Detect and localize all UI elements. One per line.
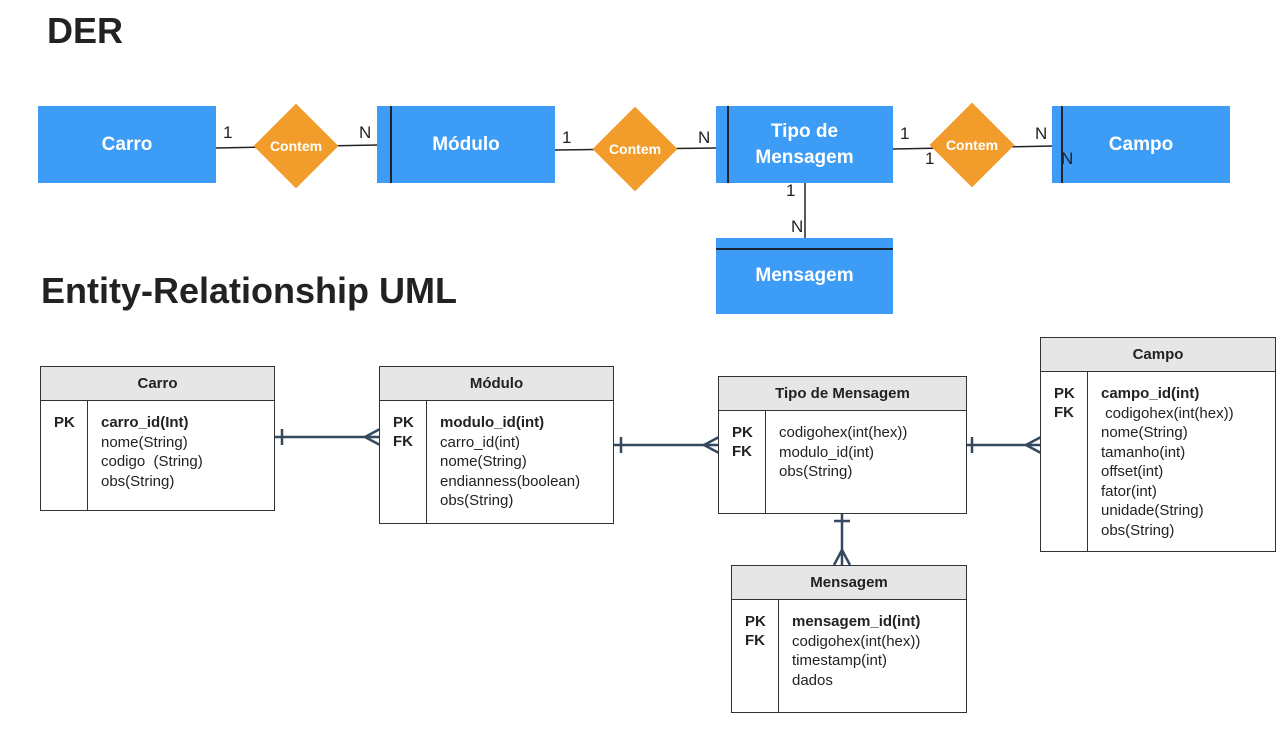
uml-connector-tipo-campo bbox=[966, 435, 1042, 455]
field-primary-key: modulo_id(int) bbox=[440, 414, 545, 431]
der-entity-carro[interactable]: Carro bbox=[38, 106, 216, 183]
weak-entity-bar bbox=[1061, 106, 1063, 183]
key-column: PK FK bbox=[1041, 372, 1088, 551]
cardinality-label: N bbox=[1061, 149, 1074, 168]
cardinality-label: 1 bbox=[786, 181, 796, 200]
der-title: DER bbox=[47, 10, 124, 51]
field: offset(int) bbox=[1101, 463, 1164, 480]
uml-table-mensagem[interactable]: Mensagem PK FK mensagem_id(int) codigohe… bbox=[731, 565, 967, 713]
der-entity-campo[interactable]: Campo bbox=[1052, 106, 1230, 183]
der-entity-modulo-label: Módulo bbox=[432, 133, 500, 155]
key-label: FK bbox=[393, 433, 413, 450]
cardinality-label: N bbox=[791, 217, 804, 236]
field: endianness(boolean) bbox=[440, 472, 581, 490]
field: nome(String) bbox=[101, 433, 188, 451]
cardinality-label: 1 bbox=[562, 128, 572, 147]
field: fator(int) bbox=[1101, 482, 1157, 500]
der-relationship-label: Contem bbox=[269, 138, 323, 154]
key-label: PK bbox=[732, 424, 753, 441]
field-column: codigohex(int(hex)) modulo_id(int) obs(S… bbox=[779, 411, 962, 482]
der-entity-tipo-de-mensagem[interactable]: Tipo de Mensagem bbox=[716, 106, 893, 183]
key-label: PK bbox=[54, 414, 75, 431]
key-column: PK FK bbox=[380, 401, 427, 523]
uml-connector-tipo-mensagem bbox=[832, 513, 852, 566]
cardinality-label: N bbox=[359, 123, 372, 142]
uml-table-carro[interactable]: Carro PK carro_id(Int) nome(String) codi… bbox=[40, 366, 275, 511]
table-header: Módulo bbox=[380, 367, 613, 401]
table-body: PK carro_id(Int) nome(String) codigo (St… bbox=[41, 401, 274, 510]
der-entity-tipo-label: Tipo de Mensagem bbox=[755, 119, 853, 171]
uml-table-modulo[interactable]: Módulo PK FK modulo_id(int) carro_id(int… bbox=[379, 366, 614, 524]
cardinality-label: 1 bbox=[223, 123, 233, 142]
key-label: FK bbox=[745, 632, 765, 649]
weak-entity-bar bbox=[727, 106, 729, 183]
field: timestamp(int) bbox=[792, 652, 888, 669]
weak-entity-bar bbox=[390, 106, 392, 183]
table-body: PK FK modulo_id(int) carro_id(int) nome(… bbox=[380, 401, 613, 523]
der-entity-mensagem[interactable]: Mensagem bbox=[716, 238, 893, 314]
uml-connector-modulo-tipo bbox=[613, 435, 720, 455]
uml-table-campo[interactable]: Campo PK FK campo_id(int) codigohex(int(… bbox=[1040, 337, 1276, 552]
table-body: PK FK codigohex(int(hex)) modulo_id(int)… bbox=[719, 411, 966, 513]
field-column: mensagem_id(int) codigohex(int(hex)) tim… bbox=[792, 600, 962, 690]
der-relationship-carro-modulo[interactable]: Contem bbox=[253, 103, 339, 189]
cardinality-label: N bbox=[1035, 124, 1048, 143]
table-header: Mensagem bbox=[732, 566, 966, 600]
der-relationship-modulo-tipo[interactable]: Contem bbox=[592, 106, 678, 192]
field: obs(String) bbox=[101, 472, 175, 490]
key-label: PK bbox=[1054, 385, 1075, 402]
field-primary-key: carro_id(Int) bbox=[101, 414, 189, 431]
table-body: PK FK campo_id(int) codigohex(int(hex)) … bbox=[1041, 372, 1275, 551]
weak-entity-bar bbox=[716, 248, 893, 250]
cardinality-label: 1 bbox=[900, 124, 910, 143]
der-relationship-tipo-campo[interactable]: Contem bbox=[929, 102, 1015, 188]
table-header: Carro bbox=[41, 367, 274, 401]
field: dados bbox=[792, 671, 833, 689]
field: carro_id(int) bbox=[440, 433, 521, 451]
field: unidade(String) bbox=[1101, 502, 1204, 519]
table-body: PK FK mensagem_id(int) codigohex(int(hex… bbox=[732, 600, 966, 712]
field: codigohex(int(hex)) bbox=[779, 424, 908, 441]
field-primary-key: mensagem_id(int) bbox=[792, 613, 921, 630]
der-entity-mensagem-label: Mensagem bbox=[755, 265, 854, 286]
key-column: PK FK bbox=[719, 411, 766, 513]
table-header: Tipo de Mensagem bbox=[719, 377, 966, 411]
field: codigo (String) bbox=[101, 453, 203, 470]
field: nome(String) bbox=[440, 453, 527, 470]
cardinality-label: N bbox=[698, 128, 711, 147]
field-primary-key: campo_id(int) bbox=[1101, 385, 1200, 402]
field-column: carro_id(Int) nome(String) codigo (Strin… bbox=[101, 401, 270, 491]
table-header: Campo bbox=[1041, 338, 1275, 372]
uml-connector-carro-modulo bbox=[275, 427, 381, 447]
der-relationship-label: Contem bbox=[945, 137, 999, 153]
key-label: PK bbox=[393, 414, 414, 431]
field: obs(String) bbox=[1101, 521, 1175, 539]
key-column: PK bbox=[41, 401, 88, 510]
key-column: PK FK bbox=[732, 600, 779, 712]
der-entity-campo-label: Campo bbox=[1108, 133, 1174, 155]
field: codigohex(int(hex)) bbox=[792, 632, 921, 650]
field-column: campo_id(int) codigohex(int(hex)) nome(S… bbox=[1101, 372, 1271, 540]
field: codigohex(int(hex)) bbox=[1101, 404, 1234, 422]
field-column: modulo_id(int) carro_id(int) nome(String… bbox=[440, 401, 609, 511]
key-label: FK bbox=[732, 443, 752, 460]
uml-table-tipo-de-mensagem[interactable]: Tipo de Mensagem PK FK codigohex(int(hex… bbox=[718, 376, 967, 514]
field: nome(String) bbox=[1101, 424, 1188, 441]
field: obs(String) bbox=[779, 463, 853, 480]
der-entity-modulo[interactable]: Módulo bbox=[377, 106, 555, 183]
der-entity-tipo-label-line2: Mensagem bbox=[755, 146, 854, 168]
field: modulo_id(int) bbox=[779, 443, 875, 461]
cardinality-label: 1 bbox=[925, 149, 935, 168]
key-label: PK bbox=[745, 613, 766, 630]
der-entity-carro-label: Carro bbox=[101, 133, 153, 155]
key-label: FK bbox=[1054, 404, 1074, 421]
field: tamanho(int) bbox=[1101, 443, 1186, 461]
der-relationship-label: Contem bbox=[608, 141, 662, 157]
field: obs(String) bbox=[440, 492, 514, 509]
der-entity-tipo-label-line1: Tipo de bbox=[770, 120, 839, 142]
uml-title: Entity-Relationship UML bbox=[41, 270, 457, 311]
